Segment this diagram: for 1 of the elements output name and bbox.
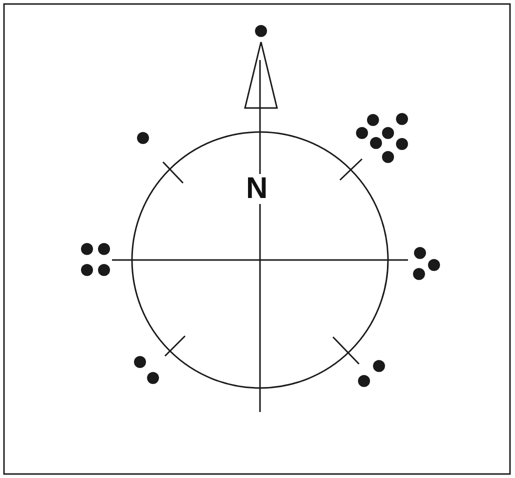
- compass-direction-label: N: [246, 174, 268, 204]
